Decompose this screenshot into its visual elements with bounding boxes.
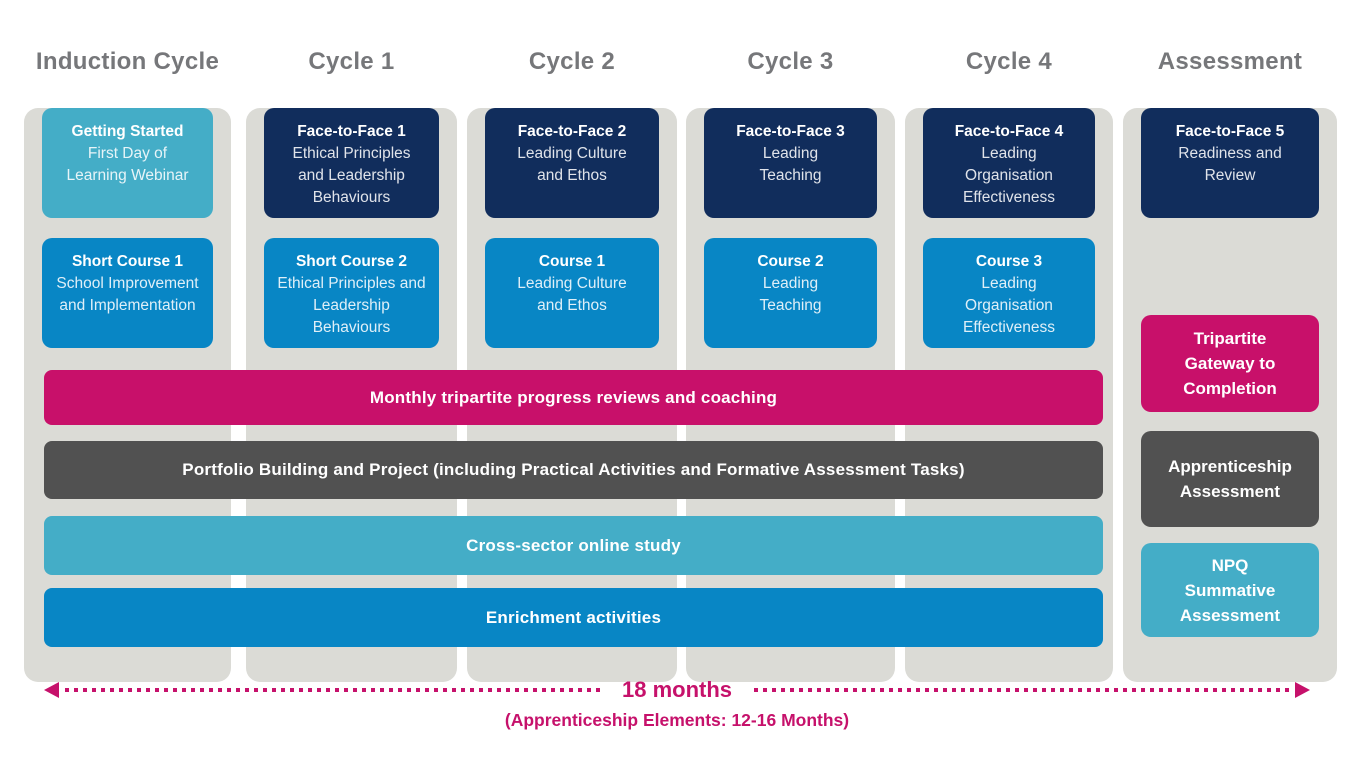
column-header-induction-cycle: Induction Cycle <box>35 48 220 75</box>
column-cycle-2: Cycle 2 Face-to-Face 2 Leading Culture a… <box>467 40 677 682</box>
card-npq-summative-assessment: NPQ Summative Assessment <box>1141 543 1319 637</box>
card-course-1: Course 1 Leading Culture and Ethos <box>485 238 659 348</box>
card-label: Apprenticeship Assessment <box>1168 457 1292 501</box>
card-face-to-face-5: Face-to-Face 5 Readiness and Review <box>1141 108 1319 218</box>
card-title: Short Course 1 <box>71 253 184 270</box>
timeline-duration-label: 18 months <box>621 677 733 702</box>
column-induction-cycle: Induction Cycle Getting Started First Da… <box>24 40 231 682</box>
timeline-arrow: 18 months <box>44 677 1310 702</box>
card-body: Ethical Principles and Leadership Behavi… <box>277 275 426 336</box>
card-title: Course 1 <box>538 253 606 270</box>
column-header-assessment: Assessment <box>1157 48 1303 75</box>
column-header-cycle-2: Cycle 2 <box>528 48 616 75</box>
card-face-to-face-4: Face-to-Face 4 Leading Organisation Effe… <box>923 108 1095 218</box>
timeline-dotted-line-right <box>754 688 1289 692</box>
timeline-dotted-line-left <box>65 688 600 692</box>
arrow-right-icon <box>1295 682 1310 698</box>
card-apprenticeship-assessment: Apprenticeship Assessment <box>1141 431 1319 527</box>
column-cycle-3: Cycle 3 Face-to-Face 3 Leading Teaching … <box>686 40 895 682</box>
column-cycle-1: Cycle 1 Face-to-Face 1 Ethical Principle… <box>246 40 457 682</box>
card-short-course-1: Short Course 1 School Improvement and Im… <box>42 238 213 348</box>
arrow-left-icon <box>44 682 59 698</box>
bar-cross-sector-online-study: Cross-sector online study <box>44 516 1103 575</box>
column-assessment: Assessment Face-to-Face 5 Readiness and … <box>1123 40 1337 682</box>
column-header-cycle-4: Cycle 4 <box>965 48 1053 75</box>
card-face-to-face-3: Face-to-Face 3 Leading Teaching <box>704 108 877 218</box>
card-title: Short Course 2 <box>295 253 408 270</box>
bar-monthly-tripartite-reviews: Monthly tripartite progress reviews and … <box>44 370 1103 425</box>
card-body: First Day of Learning Webinar <box>66 145 189 184</box>
card-body: Leading Culture and Ethos <box>517 275 627 314</box>
card-body: Leading Culture and Ethos <box>517 145 627 184</box>
bar-portfolio-building-project: Portfolio Building and Project (includin… <box>44 441 1103 499</box>
timeline-note: (Apprenticeship Elements: 12-16 Months) <box>504 710 850 730</box>
card-short-course-2: Short Course 2 Ethical Principles and Le… <box>264 238 439 348</box>
card-title: Face-to-Face 2 <box>517 123 627 140</box>
card-title: Getting Started <box>71 123 184 140</box>
card-body: Readiness and Review <box>1178 145 1282 184</box>
card-body: Leading Teaching <box>759 145 822 184</box>
card-title: Face-to-Face 3 <box>736 123 845 140</box>
card-body: School Improvement and Implementation <box>56 275 199 314</box>
card-body: Leading Organisation Effectiveness <box>963 145 1055 206</box>
card-tripartite-gateway: Tripartite Gateway to Completion <box>1141 315 1319 412</box>
card-title: Face-to-Face 1 <box>297 123 406 140</box>
bar-label: Cross-sector online study <box>466 535 681 555</box>
column-cycle-4: Cycle 4 Face-to-Face 4 Leading Organisat… <box>905 40 1113 682</box>
card-title: Course 2 <box>757 253 824 270</box>
bar-label: Portfolio Building and Project (includin… <box>182 460 965 479</box>
column-body-assessment: Face-to-Face 5 Readiness and Review Trip… <box>1123 108 1337 682</box>
card-body: Leading Organisation Effectiveness <box>963 275 1055 336</box>
card-label: Tripartite Gateway to Completion <box>1183 329 1277 398</box>
bar-label: Monthly tripartite progress reviews and … <box>369 387 778 407</box>
column-header-cycle-3: Cycle 3 <box>747 48 834 75</box>
card-label: NPQ Summative Assessment <box>1179 555 1281 625</box>
card-body: Leading Teaching <box>759 275 822 314</box>
card-face-to-face-2: Face-to-Face 2 Leading Culture and Ethos <box>485 108 659 218</box>
card-course-3: Course 3 Leading Organisation Effectiven… <box>923 238 1095 348</box>
card-title: Face-to-Face 4 <box>954 123 1064 140</box>
card-body: Ethical Principles and Leadership Behavi… <box>292 145 411 206</box>
bar-enrichment-activities: Enrichment activities <box>44 588 1103 647</box>
card-title: Face-to-Face 5 <box>1175 123 1285 140</box>
card-getting-started: Getting Started First Day of Learning We… <box>42 108 213 218</box>
column-header-cycle-1: Cycle 1 <box>308 48 395 75</box>
bar-label: Enrichment activities <box>485 607 662 627</box>
card-face-to-face-1: Face-to-Face 1 Ethical Principles and Le… <box>264 108 439 218</box>
card-course-2: Course 2 Leading Teaching <box>704 238 877 348</box>
card-title: Course 3 <box>975 253 1043 270</box>
